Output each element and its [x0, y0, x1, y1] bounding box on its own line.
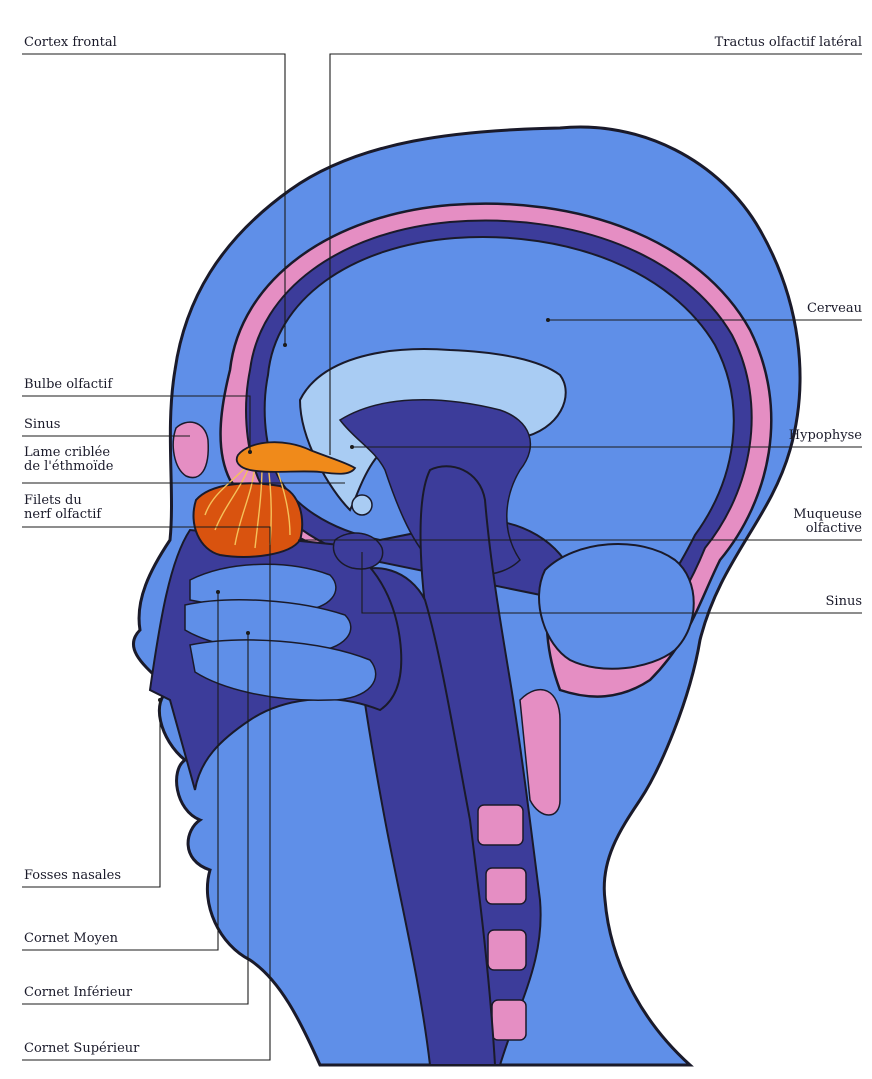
- label-muqueuse-olfactive: Muqueuse olfactive: [793, 508, 862, 536]
- label-sinus-left: Sinus: [24, 418, 60, 432]
- hypophysis: [352, 495, 372, 515]
- cerebellum: [539, 544, 694, 669]
- vertebra-1: [478, 805, 523, 845]
- vertebra-2: [486, 868, 526, 904]
- olfactory-mucosa: [193, 483, 302, 557]
- vertebra-4: [492, 1000, 526, 1040]
- label-filets-nerf-olfactif: Filets du nerf olfactif: [24, 494, 101, 522]
- label-cornet-inferieur: Cornet Inférieur: [24, 986, 132, 1000]
- label-hypophyse: Hypophyse: [789, 429, 862, 443]
- label-cornet-moyen: Cornet Moyen: [24, 932, 118, 946]
- label-sinus-right: Sinus: [826, 595, 862, 609]
- label-cortex-frontal: Cortex frontal: [24, 36, 117, 50]
- label-tractus-olfactif-lateral: Tractus olfactif latéral: [715, 36, 862, 50]
- label-lame-criblee: Lame criblée de l'éthmoïde: [24, 446, 114, 474]
- vertebra-3: [488, 930, 526, 970]
- label-bulbe-olfactif: Bulbe olfactif: [24, 378, 112, 392]
- label-fosses-nasales: Fosses nasales: [24, 869, 121, 883]
- label-cerveau: Cerveau: [807, 302, 862, 316]
- label-cornet-superieur: Cornet Supérieur: [24, 1042, 139, 1056]
